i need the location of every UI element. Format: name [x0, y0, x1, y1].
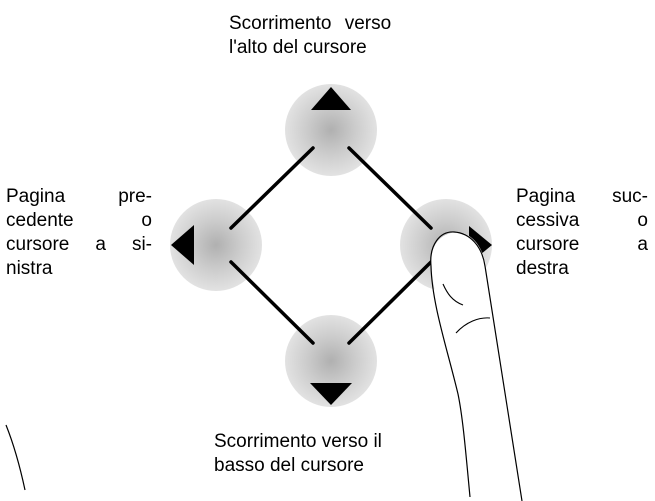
arrow-up-icon [311, 87, 351, 110]
label-line: destra [516, 258, 569, 279]
finger-edge-icon [5, 424, 26, 491]
arrow-down-icon [310, 383, 352, 405]
diamond-outline [229, 146, 433, 345]
arrow-left-icon [171, 225, 194, 265]
label-line: basso del cursore [214, 455, 364, 476]
label-scroll-up: Scorrimento verso l'alto del cursore [229, 12, 391, 60]
label-line: Pagina suc- [516, 186, 648, 207]
label-next-page: Pagina suc- cessiva o cursore a destra [516, 185, 648, 281]
label-line: l'alto del cursore [229, 37, 367, 58]
label-line: cedente o [6, 210, 152, 231]
finger-icon [430, 231, 523, 501]
label-scroll-down: Scorrimento verso il basso del cursore [214, 430, 382, 478]
label-previous-page: Pagina pre- cedente o cursore a si- nist… [6, 185, 152, 281]
label-line: cursore a si- [6, 234, 152, 255]
label-line: cursore a [516, 234, 648, 255]
label-line: cessiva o [516, 210, 648, 231]
label-line: nistra [6, 258, 53, 279]
label-line: Scorrimento verso il [214, 431, 382, 452]
label-line: Scorrimento verso [229, 13, 392, 34]
label-line: Pagina pre- [6, 186, 152, 207]
